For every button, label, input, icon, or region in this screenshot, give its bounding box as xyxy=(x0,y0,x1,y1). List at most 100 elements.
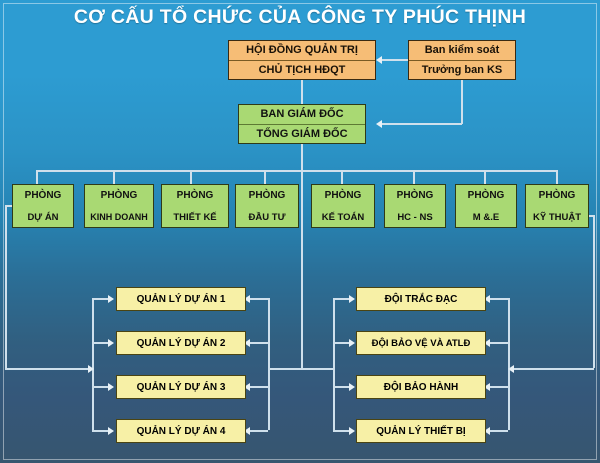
dept-right-0-line2: KẾ TOÁN xyxy=(321,211,365,223)
dept-right-2-line1: PHÒNG xyxy=(467,189,505,201)
project-collect-1 xyxy=(250,298,268,300)
team-collect-2 xyxy=(490,342,508,344)
node-department-kinh-doanh[interactable]: PHÒNG KINH DOANH xyxy=(84,184,154,228)
project-branch-3 xyxy=(92,386,110,388)
node-project-2[interactable]: QUẢN LÝ DỰ ÁN 2 xyxy=(116,331,246,355)
routing-left-trunk xyxy=(5,205,7,368)
node-supervisory-line2: Trưởng ban KS xyxy=(421,63,503,76)
node-department-dau-tu[interactable]: PHÒNG ĐẦU TƯ xyxy=(235,184,299,228)
node-department-ky-thuat[interactable]: PHÒNG KỸ THUẬT xyxy=(525,184,589,228)
team-branch-3 xyxy=(333,386,351,388)
department-stub-7 xyxy=(484,170,486,186)
routing-left-from-du-an xyxy=(5,205,13,207)
node-team-3-label: ĐỘI BẢO HÀNH xyxy=(383,381,459,393)
node-department-du-an[interactable]: PHÒNG DỰ ÁN xyxy=(12,184,74,228)
arrowhead-team-2 xyxy=(349,339,355,347)
connector-supervisory-to-directors xyxy=(382,123,462,125)
team-collect-4 xyxy=(490,430,508,432)
routing-right-to-team-collector xyxy=(514,368,594,370)
project-collect-3 xyxy=(250,386,268,388)
arrowhead-project-1 xyxy=(108,295,114,303)
node-supervisory-board[interactable]: Ban kiểm soát Trưởng ban KS xyxy=(408,40,516,80)
department-stub-4 xyxy=(264,170,266,186)
node-team-1[interactable]: ĐỘI TRẮC ĐẠC xyxy=(356,287,486,311)
routing-center-to-team-trunk xyxy=(268,368,333,370)
department-stub-1 xyxy=(36,170,38,186)
arrowhead-project-4 xyxy=(108,427,114,435)
dept-right-1-line1: PHÒNG xyxy=(396,189,434,201)
arrowhead-team-collect-1 xyxy=(484,295,490,303)
arrowhead-project-collect-4 xyxy=(244,427,250,435)
node-board-line2: CHỦ TỊCH HĐQT xyxy=(258,63,346,76)
node-project-1-label: QUẢN LÝ DỰ ÁN 1 xyxy=(136,293,226,305)
arrowhead-project-3 xyxy=(108,383,114,391)
dept-right-3-line2: KỸ THUẬT xyxy=(532,211,582,223)
team-collect-1 xyxy=(490,298,508,300)
dept-left-0-line2: DỰ ÁN xyxy=(27,211,59,223)
node-executive-line2: TỔNG GIÁM ĐỐC xyxy=(256,127,348,140)
team-branch-2 xyxy=(333,342,351,344)
project-branch-1 xyxy=(92,298,110,300)
department-bus-left xyxy=(36,170,301,172)
node-project-3-label: QUẢN LÝ DỰ ÁN 3 xyxy=(136,381,226,393)
dept-right-1-line2: HC - NS xyxy=(397,211,433,223)
dept-left-0-line1: PHÒNG xyxy=(24,189,62,201)
routing-left-to-project-trunk xyxy=(5,368,90,370)
department-stub-8 xyxy=(556,170,558,186)
node-department-hc-ns[interactable]: PHÒNG HC - NS xyxy=(384,184,446,228)
arrowhead-project-collect-1 xyxy=(244,295,250,303)
node-project-4-label: QUẢN LÝ DỰ ÁN 4 xyxy=(136,425,226,437)
node-project-1[interactable]: QUẢN LÝ DỰ ÁN 1 xyxy=(116,287,246,311)
connector-supervisory-to-board xyxy=(382,59,408,61)
arrowhead-right-into-team-collector xyxy=(508,365,514,373)
node-team-3[interactable]: ĐỘI BẢO HÀNH xyxy=(356,375,486,399)
arrowhead-supervisory-to-board xyxy=(376,56,382,64)
routing-right-from-ky-thuat xyxy=(589,215,595,217)
arrowhead-team-3 xyxy=(349,383,355,391)
arrowhead-team-collect-4 xyxy=(484,427,490,435)
dept-right-3-line1: PHÒNG xyxy=(538,189,576,201)
arrowhead-project-2 xyxy=(108,339,114,347)
page-title: CƠ CẤU TỔ CHỨC CỦA CÔNG TY PHÚC THỊNH xyxy=(73,6,527,28)
dept-left-2-line1: PHÒNG xyxy=(176,189,214,201)
project-right-collector xyxy=(268,298,270,430)
connector-executive-down xyxy=(301,144,303,170)
team-branch-4 xyxy=(333,430,351,432)
node-project-2-label: QUẢN LÝ DỰ ÁN 2 xyxy=(136,337,226,349)
project-collect-2 xyxy=(250,342,268,344)
department-stub-5 xyxy=(341,170,343,186)
dept-right-2-line2: M &.E xyxy=(472,211,500,223)
node-board-line1: HỘI ĐỒNG QUẢN TRỊ xyxy=(229,41,375,61)
node-supervisory-line1: Ban kiểm soát xyxy=(409,41,515,61)
routing-right-trunk xyxy=(593,215,595,368)
node-team-2[interactable]: ĐỘI BẢO VỆ VÀ ATLĐ xyxy=(356,331,486,355)
team-collect-3 xyxy=(490,386,508,388)
team-branch-1 xyxy=(333,298,351,300)
arrowhead-project-collect-3 xyxy=(244,383,250,391)
node-board-of-directors[interactable]: HỘI ĐỒNG QUẢN TRỊ CHỦ TỊCH HĐQT xyxy=(228,40,376,80)
node-team-2-label: ĐỘI BẢO VỆ VÀ ATLĐ xyxy=(371,337,471,349)
node-team-4[interactable]: QUẢN LÝ THIẾT BỊ xyxy=(356,419,486,443)
dept-left-3-line1: PHÒNG xyxy=(248,189,286,201)
node-team-1-label: ĐỘI TRẮC ĐẠC xyxy=(384,293,458,305)
node-department-thiet-ke[interactable]: PHÒNG THIẾT KẾ xyxy=(161,184,229,228)
dept-left-2-line2: THIẾT KẾ xyxy=(173,211,217,223)
project-collect-4 xyxy=(250,430,268,432)
node-team-4-label: QUẢN LÝ THIẾT BỊ xyxy=(376,425,466,437)
routing-center-trunk xyxy=(301,170,303,368)
dept-left-3-line2: ĐẦU TƯ xyxy=(248,211,286,223)
arrowhead-left-into-project-trunk xyxy=(88,365,94,373)
connector-supervisory-down xyxy=(461,80,463,124)
department-stub-3 xyxy=(190,170,192,186)
node-department-m-and-e[interactable]: PHÒNG M &.E xyxy=(455,184,517,228)
team-right-collector xyxy=(508,298,510,430)
node-project-4[interactable]: QUẢN LÝ DỰ ÁN 4 xyxy=(116,419,246,443)
node-executive-line1: BAN GIÁM ĐỐC xyxy=(239,105,365,125)
department-stub-2 xyxy=(113,170,115,186)
dept-left-1-line2: KINH DOANH xyxy=(90,211,148,222)
node-department-ke-toan[interactable]: PHÒNG KẾ TOÁN xyxy=(311,184,375,228)
node-project-3[interactable]: QUẢN LÝ DỰ ÁN 3 xyxy=(116,375,246,399)
arrowhead-project-collect-2 xyxy=(244,339,250,347)
node-executive-board[interactable]: BAN GIÁM ĐỐC TỔNG GIÁM ĐỐC xyxy=(238,104,366,144)
